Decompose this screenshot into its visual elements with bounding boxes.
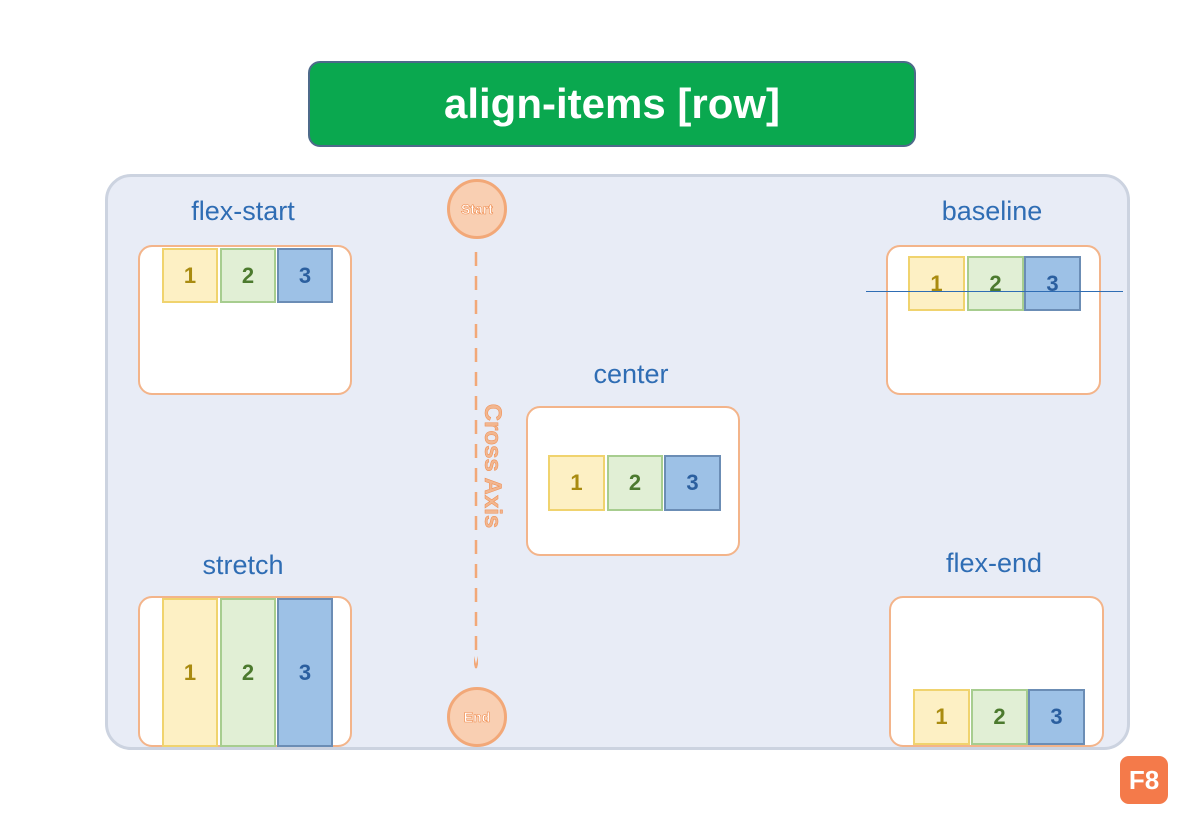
stretch-item-1: 1	[162, 598, 218, 747]
center-item-1: 1	[548, 455, 605, 511]
flex-end-container: 1 2 3	[889, 596, 1104, 747]
stretch-item-3: 3	[277, 598, 333, 747]
center-item-2: 2	[607, 455, 663, 511]
title-text: align-items [row]	[443, 80, 781, 127]
baseline-container: 1 2 3	[886, 245, 1101, 395]
flex-start-container: 1 2 3	[138, 245, 352, 395]
axis-start-circle: Start	[447, 179, 507, 239]
flex-start-label: flex-start	[191, 196, 295, 226]
center-label: center	[593, 359, 669, 389]
flex-end-item-2: 2	[971, 689, 1028, 745]
flex-start-item-3: 3	[277, 248, 333, 303]
flex-start-item-2: 2	[220, 248, 276, 303]
baseline-guide-line	[866, 291, 1123, 292]
title-banner: align-items [row]	[308, 61, 916, 147]
f8-logo: F8	[1120, 756, 1168, 804]
axis-end-circle: End	[447, 687, 507, 747]
cross-axis-arrow	[474, 252, 478, 669]
flex-start-item-1: 1	[162, 248, 218, 303]
stretch-label: stretch	[202, 550, 284, 580]
logo-text: F8	[1128, 764, 1160, 795]
baseline-item-3: 3	[1024, 256, 1081, 311]
baseline-label: baseline	[941, 196, 1043, 226]
baseline-item-2: 2	[967, 256, 1024, 311]
center-item-3: 3	[664, 455, 721, 511]
center-container: 1 2 3	[526, 406, 740, 556]
cross-axis-label: Cross Axis	[479, 403, 507, 529]
flex-end-label: flex-end	[945, 548, 1043, 578]
baseline-item-1: 1	[908, 256, 965, 311]
flex-end-item-3: 3	[1028, 689, 1085, 745]
flex-end-item-1: 1	[913, 689, 970, 745]
axis-start-label: Start	[461, 201, 494, 218]
stretch-item-2: 2	[220, 598, 276, 747]
stretch-container: 1 2 3	[138, 596, 352, 747]
axis-end-label: End	[463, 709, 491, 726]
